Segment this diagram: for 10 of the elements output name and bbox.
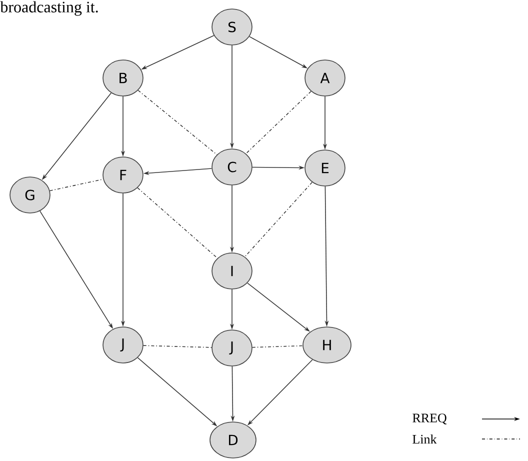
legend-label: Link — [412, 434, 437, 444]
link-line — [138, 90, 218, 156]
caption-text: broadcasting it. — [0, 1, 98, 16]
link-line — [142, 345, 212, 348]
link-line — [252, 345, 304, 348]
link-line — [49, 178, 104, 192]
legend-label: RREQ — [412, 414, 447, 424]
link-line — [246, 90, 312, 154]
link-line — [137, 187, 218, 259]
link-line — [244, 182, 313, 258]
